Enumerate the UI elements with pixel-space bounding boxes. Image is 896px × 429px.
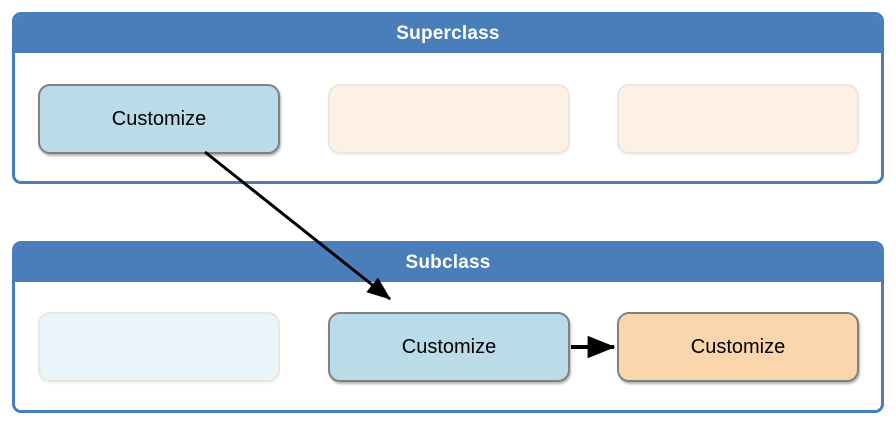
superclass-method-empty-1[interactable]	[328, 84, 570, 154]
subclass-body: Customize Customize	[15, 282, 881, 410]
subclass-method-empty-1[interactable]	[38, 312, 280, 382]
superclass-container: Superclass Customize	[12, 12, 884, 184]
superclass-method-empty-2[interactable]	[617, 84, 859, 154]
superclass-method-customize[interactable]: Customize	[38, 84, 280, 154]
slot-label: Customize	[690, 335, 786, 358]
slot-label: Customize	[401, 335, 497, 358]
superclass-title: Superclass	[15, 15, 881, 53]
superclass-body: Customize	[15, 53, 881, 181]
subclass-method-customize[interactable]: Customize	[328, 312, 570, 382]
subclass-container: Subclass Customize Customize	[12, 241, 884, 413]
slot-label: Customize	[111, 107, 207, 130]
subclass-title: Subclass	[15, 244, 881, 282]
subclass-method-customize-target[interactable]: Customize	[617, 312, 859, 382]
